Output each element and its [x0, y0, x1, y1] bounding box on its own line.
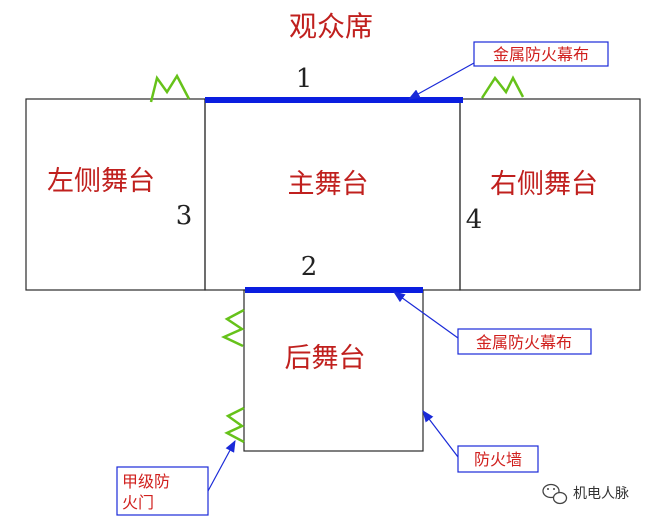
- marker-1: 1: [296, 64, 313, 94]
- callout-arrow-fire-door: [207, 439, 236, 492]
- callout-arrow-top-curtain: [407, 62, 475, 100]
- fire-door-top-right-icon: [480, 75, 525, 99]
- callout-fire-door-line1: 甲级防: [122, 472, 170, 491]
- callout-box-top-curtain: [473, 41, 609, 67]
- callout-arrow-rear-curtain: [393, 291, 459, 339]
- callout-fire-wall-label: 防火墙: [474, 450, 522, 469]
- callout-rear-curtain-label: 金属防火幕布: [476, 333, 572, 352]
- rear-stage-label: 后舞台: [285, 343, 366, 374]
- callout-arrow-fire-wall: [422, 410, 459, 458]
- fire-door-top-left-icon: [149, 73, 191, 103]
- callout-top-curtain-label: 金属防火幕布: [493, 45, 589, 64]
- callout-box-rear-curtain: [457, 328, 592, 355]
- main-stage-label: 主舞台: [288, 169, 369, 200]
- left-stage-label: 左侧舞台: [47, 166, 155, 197]
- fire-door-rear-lower-icon: [224, 406, 245, 444]
- wechat-icon: [542, 483, 568, 505]
- marker-4: 4: [466, 205, 483, 235]
- marker-3: 3: [176, 201, 193, 231]
- watermark-text: 机电人脉: [573, 486, 629, 502]
- watermark: 机电人脉: [542, 483, 629, 505]
- callout-box-fire-wall: [457, 445, 539, 473]
- marker-2: 2: [301, 252, 318, 282]
- audience-seating-title: 观众席: [289, 10, 373, 43]
- fire-door-rear-upper-icon: [221, 308, 245, 348]
- callout-fire-door-line2: 火门: [122, 493, 154, 512]
- right-stage-label: 右侧舞台: [490, 169, 598, 200]
- callout-box-fire-door: [116, 466, 209, 516]
- right-side-stage: [459, 98, 641, 291]
